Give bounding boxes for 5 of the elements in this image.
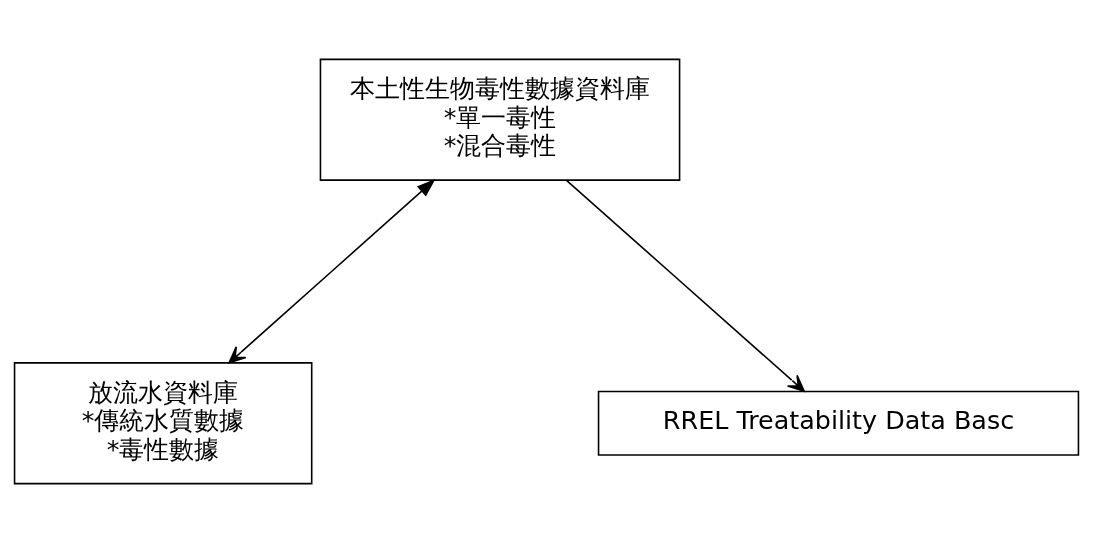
arrow bbox=[565, 179, 805, 393]
node-box: RREL Treatability Data Basc bbox=[597, 390, 1080, 456]
node-box: 本土性生物毒性數據資料庫 *單一毒性 *混合毒性 bbox=[319, 58, 681, 181]
node-box: 放流水資料庫 *傳統水質數據 *毒性數據 bbox=[13, 362, 313, 485]
arrow bbox=[228, 178, 436, 364]
